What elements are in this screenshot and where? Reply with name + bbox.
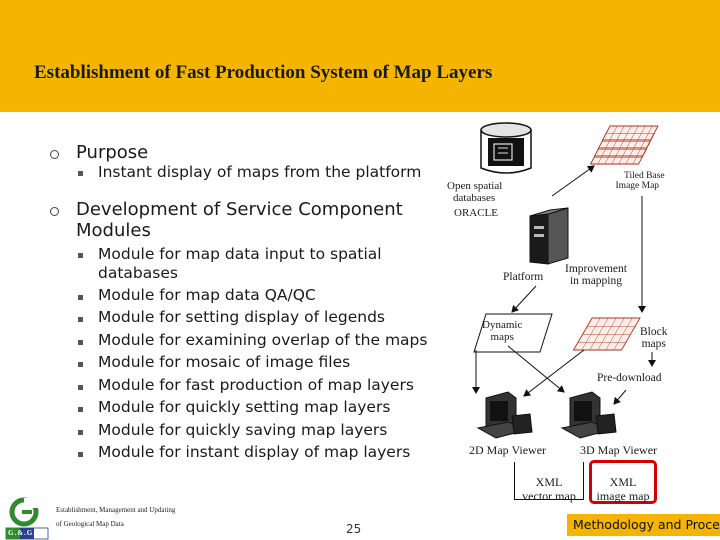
bullet-square-icon	[78, 295, 83, 300]
bullet-square-icon	[78, 407, 83, 412]
bullet-square-icon	[78, 317, 83, 322]
viewer-3d-label: 3D Map Viewer	[580, 443, 658, 457]
predownload-label: Pre-download	[597, 372, 662, 384]
bullet-circle-icon	[50, 150, 59, 159]
section-tab[interactable]: Methodology and Procedure	[567, 514, 720, 536]
bullet-square-icon	[78, 340, 83, 345]
bullet-square-icon	[78, 253, 83, 258]
module-item: Module for instant display of map layers	[98, 443, 411, 461]
module-item: Module for fast production of map layers	[98, 376, 414, 394]
title-banner	[0, 0, 720, 112]
page-number: 25	[346, 522, 362, 536]
bullet-square-icon	[78, 362, 83, 367]
section-tab-label: Methodology and Procedure	[573, 517, 720, 532]
slide-title: Establishment of Fast Production System …	[34, 62, 493, 83]
module-item: Module for quickly saving map layers	[98, 421, 388, 439]
bullet-square-icon	[78, 385, 83, 390]
module-item: Module for mosaic of image files	[98, 353, 351, 371]
oracle-label: ORACLE	[454, 207, 498, 219]
footer-line-1: Establishment, Management and Updating	[56, 506, 176, 514]
purpose-heading: Purpose	[76, 142, 149, 163]
bullet-circle-icon	[50, 207, 59, 216]
module-item: Module for quickly setting map layers	[98, 398, 391, 416]
arrow-to-dynamic	[511, 285, 537, 313]
development-heading: Development of Service Component	[76, 199, 403, 220]
module-item: Module for map data input to spatial	[98, 245, 382, 263]
viewer-2d-label: 2D Map Viewer	[469, 443, 547, 457]
bullet-square-icon	[78, 452, 83, 457]
xml-vector-map-box: XML vector map	[514, 462, 584, 503]
logo-text: G.&.G.S	[8, 529, 41, 537]
bullet-square-icon	[78, 430, 83, 435]
arrow-block-to-2d	[523, 349, 585, 397]
workstation-2d-icon	[476, 391, 533, 439]
dynamic-maps-label: Dynamic maps	[482, 319, 523, 343]
block-maps-label: Block maps	[640, 326, 668, 350]
workstation-3d-icon	[560, 391, 617, 439]
improvement-label: Improvement in mapping	[565, 263, 627, 287]
module-item-cont: databases	[98, 264, 178, 282]
arrow-dynamic-to-3d	[507, 345, 565, 393]
arrow-predownload-to-3d	[613, 389, 627, 405]
tiled-map-label: Tiled Base Image Map	[615, 171, 665, 191]
logo-icon	[5, 497, 49, 540]
purpose-item: Instant display of maps from the platfor…	[98, 163, 422, 181]
bullet-square-icon	[78, 171, 83, 176]
module-item: Module for setting display of legends	[98, 308, 385, 326]
open-spatial-label: Open spatial databases	[447, 180, 503, 204]
platform-label: Platform	[503, 271, 544, 283]
block-map-icon	[572, 317, 641, 351]
arrow-to-tiled	[551, 165, 595, 197]
server-icon	[529, 207, 569, 265]
tiled-map-icon	[589, 125, 659, 165]
footer-line-2: of Geological Map Data	[56, 520, 124, 528]
development-heading-cont: Modules	[76, 220, 151, 241]
module-item: Module for examining overlap of the maps	[98, 331, 428, 349]
xml-image-map-box: XML image map	[589, 460, 657, 504]
module-item: Module for map data QA/QC	[98, 286, 316, 304]
database-icon	[480, 122, 532, 174]
